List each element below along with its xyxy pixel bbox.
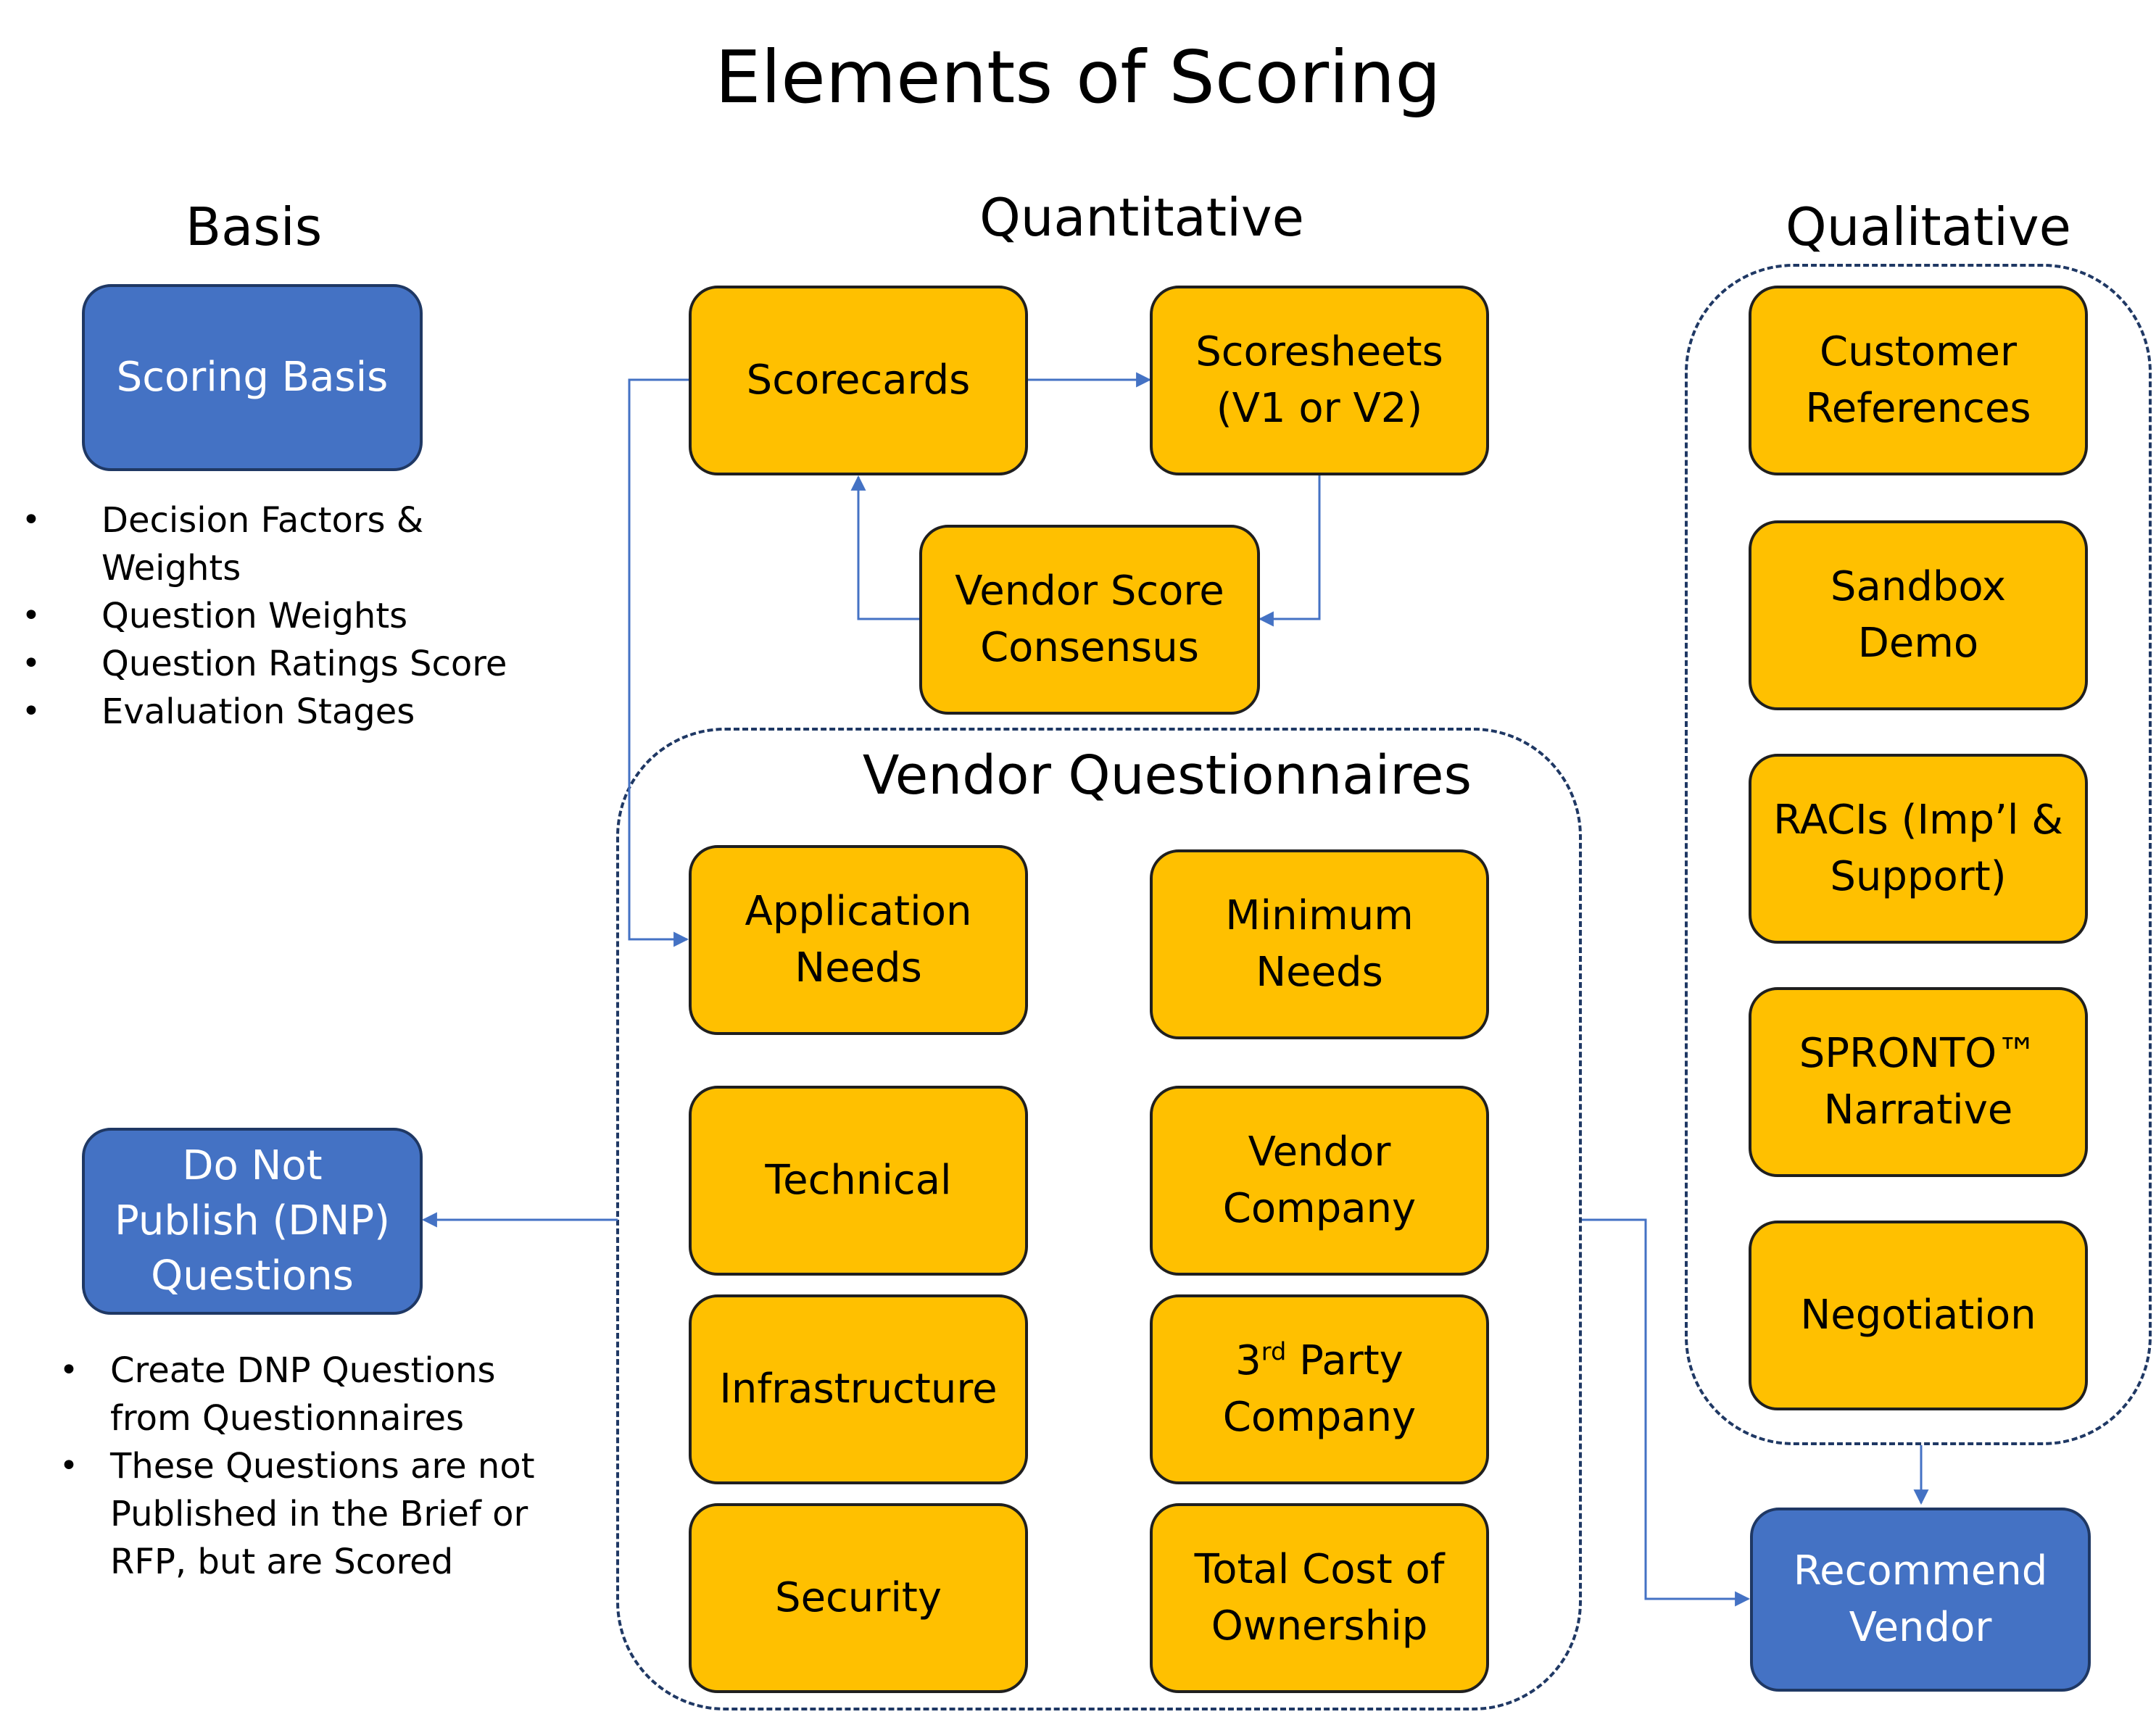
basis-bullet-list: •Decision Factors & Weights •Question We… [22,496,573,736]
references-label-line1: Customer [1819,328,2017,375]
vendor-company-label-line1: Vendor [1248,1128,1391,1176]
heading-vendor-questionnaires: Vendor Questionnaires [862,744,1472,807]
heading-qualitative: Qualitative [1786,196,2071,257]
scoresheets-box[interactable]: Scoresheets (V1 or V2) [1150,286,1489,475]
application-needs-box[interactable]: Application Needs [689,845,1028,1035]
sandbox-demo-box[interactable]: Sandbox Demo [1749,520,2088,710]
minimum-label-line2: Needs [1256,949,1383,996]
sandbox-label-line2: Demo [1857,620,1979,667]
tco-label-line2: Ownership [1211,1602,1428,1650]
security-label: Security [775,1574,942,1621]
scoresheets-label-line1: Scoresheets [1195,328,1443,375]
list-item: •Question Weights [22,596,408,636]
third-party-company-box[interactable]: 3rd Party Company [1150,1294,1489,1484]
dnp-bullet-list: • Create DNP Questions from Questionnair… [59,1347,581,1586]
consensus-label-line1: Vendor Score [955,568,1224,615]
infrastructure-box[interactable]: Infrastructure [689,1294,1028,1484]
scorecards-label: Scorecards [746,357,971,404]
application-label-line1: Application [745,888,972,935]
dnp-label-line1: Do Not [182,1142,323,1189]
arrow-questionnaires-to-recommend [1582,1218,1751,1607]
qualitative-group [1685,264,2152,1445]
negotiation-box[interactable]: Negotiation [1749,1221,2088,1410]
negotiation-label: Negotiation [1800,1292,2036,1339]
racis-label-line1: RACIs (Imp’l & [1773,797,2063,844]
minimum-label-line1: Minimum [1225,892,1414,939]
arrow-scorecards-to-application [628,378,689,947]
minimum-needs-box[interactable]: Minimum Needs [1150,849,1489,1039]
application-label-line2: Needs [795,944,922,991]
racis-box[interactable]: RACIs (Imp’l & Support) [1749,754,2088,944]
scoring-basis-box[interactable]: Scoring Basis [82,284,423,471]
vendor-company-box[interactable]: Vendor Company [1150,1086,1489,1276]
security-box[interactable]: Security [689,1503,1028,1693]
spronto-narrative-box[interactable]: SPRONTO™ Narrative [1749,987,2088,1177]
infrastructure-label: Infrastructure [719,1365,998,1413]
recommend-label-line1: Recommend [1793,1547,2048,1595]
technical-label: Technical [765,1157,952,1204]
list-item: • Create DNP Questions from Questionnair… [59,1350,496,1439]
page-title: Elements of Scoring [715,35,1441,120]
spronto-label-line2: Narrative [1823,1086,2013,1134]
racis-label-line2: Support) [1830,853,2007,900]
scoring-basis-label: Scoring Basis [116,354,389,401]
recommend-label-line2: Vendor [1849,1604,1992,1651]
dnp-label-line2: Publish (DNP) [115,1197,390,1244]
vendor-score-consensus-box[interactable]: Vendor Score Consensus [919,525,1260,715]
dnp-questions-box[interactable]: Do Not Publish (DNP) Questions [82,1128,423,1315]
list-item: •Decision Factors & Weights [22,500,424,589]
arrow-consensus-to-scorecards [850,475,919,620]
scoresheets-label-line2: (V1 or V2) [1216,385,1423,432]
sandbox-label-line1: Sandbox [1830,563,2007,610]
list-item: •Question Ratings Score [22,644,507,684]
total-cost-of-ownership-box[interactable]: Total Cost of Ownership [1150,1503,1489,1693]
third-party-label-line2: Company [1222,1394,1417,1441]
list-item: • These Questions are not Published in t… [59,1446,535,1582]
tco-label-line1: Total Cost of [1194,1546,1445,1593]
list-item: •Evaluation Stages [22,691,415,732]
customer-references-box[interactable]: Customer References [1749,286,2088,475]
arrow-scoresheets-to-consensus [1258,475,1321,627]
technical-box[interactable]: Technical [689,1086,1028,1276]
scorecards-box[interactable]: Scorecards [689,286,1028,475]
heading-quantitative: Quantitative [979,187,1304,248]
dnp-label-line3: Questions [151,1252,354,1300]
spronto-label-line1: SPRONTO™ [1799,1030,2038,1077]
consensus-label-line2: Consensus [980,624,1199,671]
third-party-label-line1: 3rd Party [1235,1337,1404,1384]
recommend-vendor-box[interactable]: Recommend Vendor [1750,1508,2091,1692]
heading-basis: Basis [185,196,323,257]
vendor-company-label-line2: Company [1222,1185,1417,1232]
references-label-line2: References [1805,385,2031,432]
